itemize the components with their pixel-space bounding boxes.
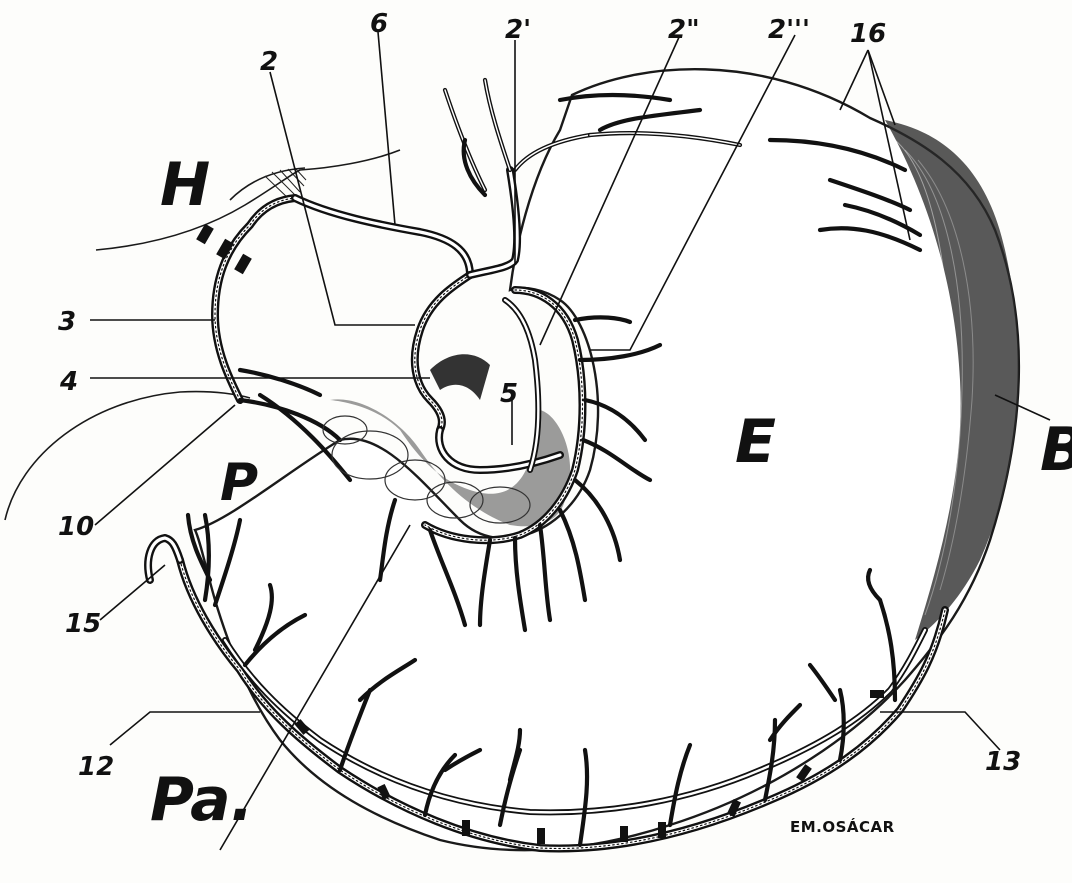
label-10: 10	[58, 512, 94, 542]
label-12: 12	[78, 752, 114, 782]
label-E: E	[735, 407, 776, 477]
label-2-prime: 2'	[505, 15, 531, 45]
illustrator-signature: EM.OSÁCAR	[790, 817, 895, 836]
label-B: B	[1040, 415, 1072, 485]
label-2-triple-prime: 2'''	[768, 15, 810, 45]
label-3: 3	[58, 307, 76, 337]
label-15: 15	[65, 609, 101, 639]
label-16: 16	[850, 19, 886, 49]
label-Pa: Pa.	[150, 765, 253, 835]
label-2-double-prime: 2"	[668, 15, 700, 45]
label-P: P	[220, 453, 258, 513]
label-6: 6	[370, 9, 388, 39]
label-5: 5	[500, 379, 518, 409]
label-H: H	[160, 150, 210, 220]
label-2: 2	[260, 47, 278, 77]
label-13: 13	[985, 747, 1021, 777]
label-4: 4	[59, 367, 78, 397]
